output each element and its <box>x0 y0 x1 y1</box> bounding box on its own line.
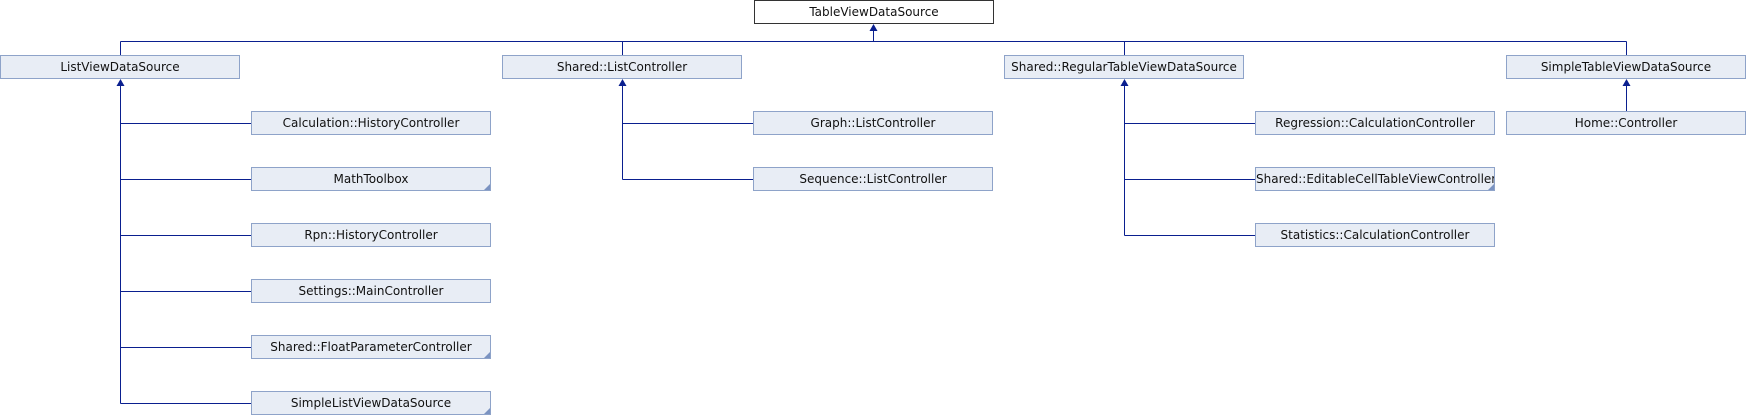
subclass-marker-icon <box>484 408 490 414</box>
node-root: TableViewDataSource <box>754 0 994 24</box>
node-parent[interactable]: Shared::RegularTableViewDataSource <box>1004 55 1244 79</box>
node-child[interactable]: Rpn::HistoryController <box>251 223 491 247</box>
subclass-marker-icon <box>484 184 490 190</box>
arrowhead-icon <box>1622 79 1631 86</box>
node-child[interactable]: MathToolbox <box>251 167 491 191</box>
arrowhead-icon <box>116 79 125 86</box>
node-child[interactable]: Statistics::CalculationController <box>1255 223 1495 247</box>
node-child[interactable]: Regression::CalculationController <box>1255 111 1495 135</box>
node-child[interactable]: Calculation::HistoryController <box>251 111 491 135</box>
node-child[interactable]: Home::Controller <box>1506 111 1746 135</box>
node-parent[interactable]: Shared::ListController <box>502 55 742 79</box>
node-child[interactable]: Settings::MainController <box>251 279 491 303</box>
node-parent[interactable]: SimpleTableViewDataSource <box>1506 55 1746 79</box>
node-child[interactable]: Shared::FloatParameterController <box>251 335 491 359</box>
arrowhead-icon <box>618 79 627 86</box>
node-child[interactable]: Graph::ListController <box>753 111 993 135</box>
node-child[interactable]: Sequence::ListController <box>753 167 993 191</box>
arrowhead-icon <box>869 24 878 31</box>
node-child[interactable]: Shared::EditableCellTableViewController <box>1255 167 1495 191</box>
arrowhead-icon <box>1120 79 1129 86</box>
node-parent[interactable]: ListViewDataSource <box>0 55 240 79</box>
node-child[interactable]: SimpleListViewDataSource <box>251 391 491 415</box>
subclass-marker-icon <box>484 352 490 358</box>
subclass-marker-icon <box>1488 184 1494 190</box>
